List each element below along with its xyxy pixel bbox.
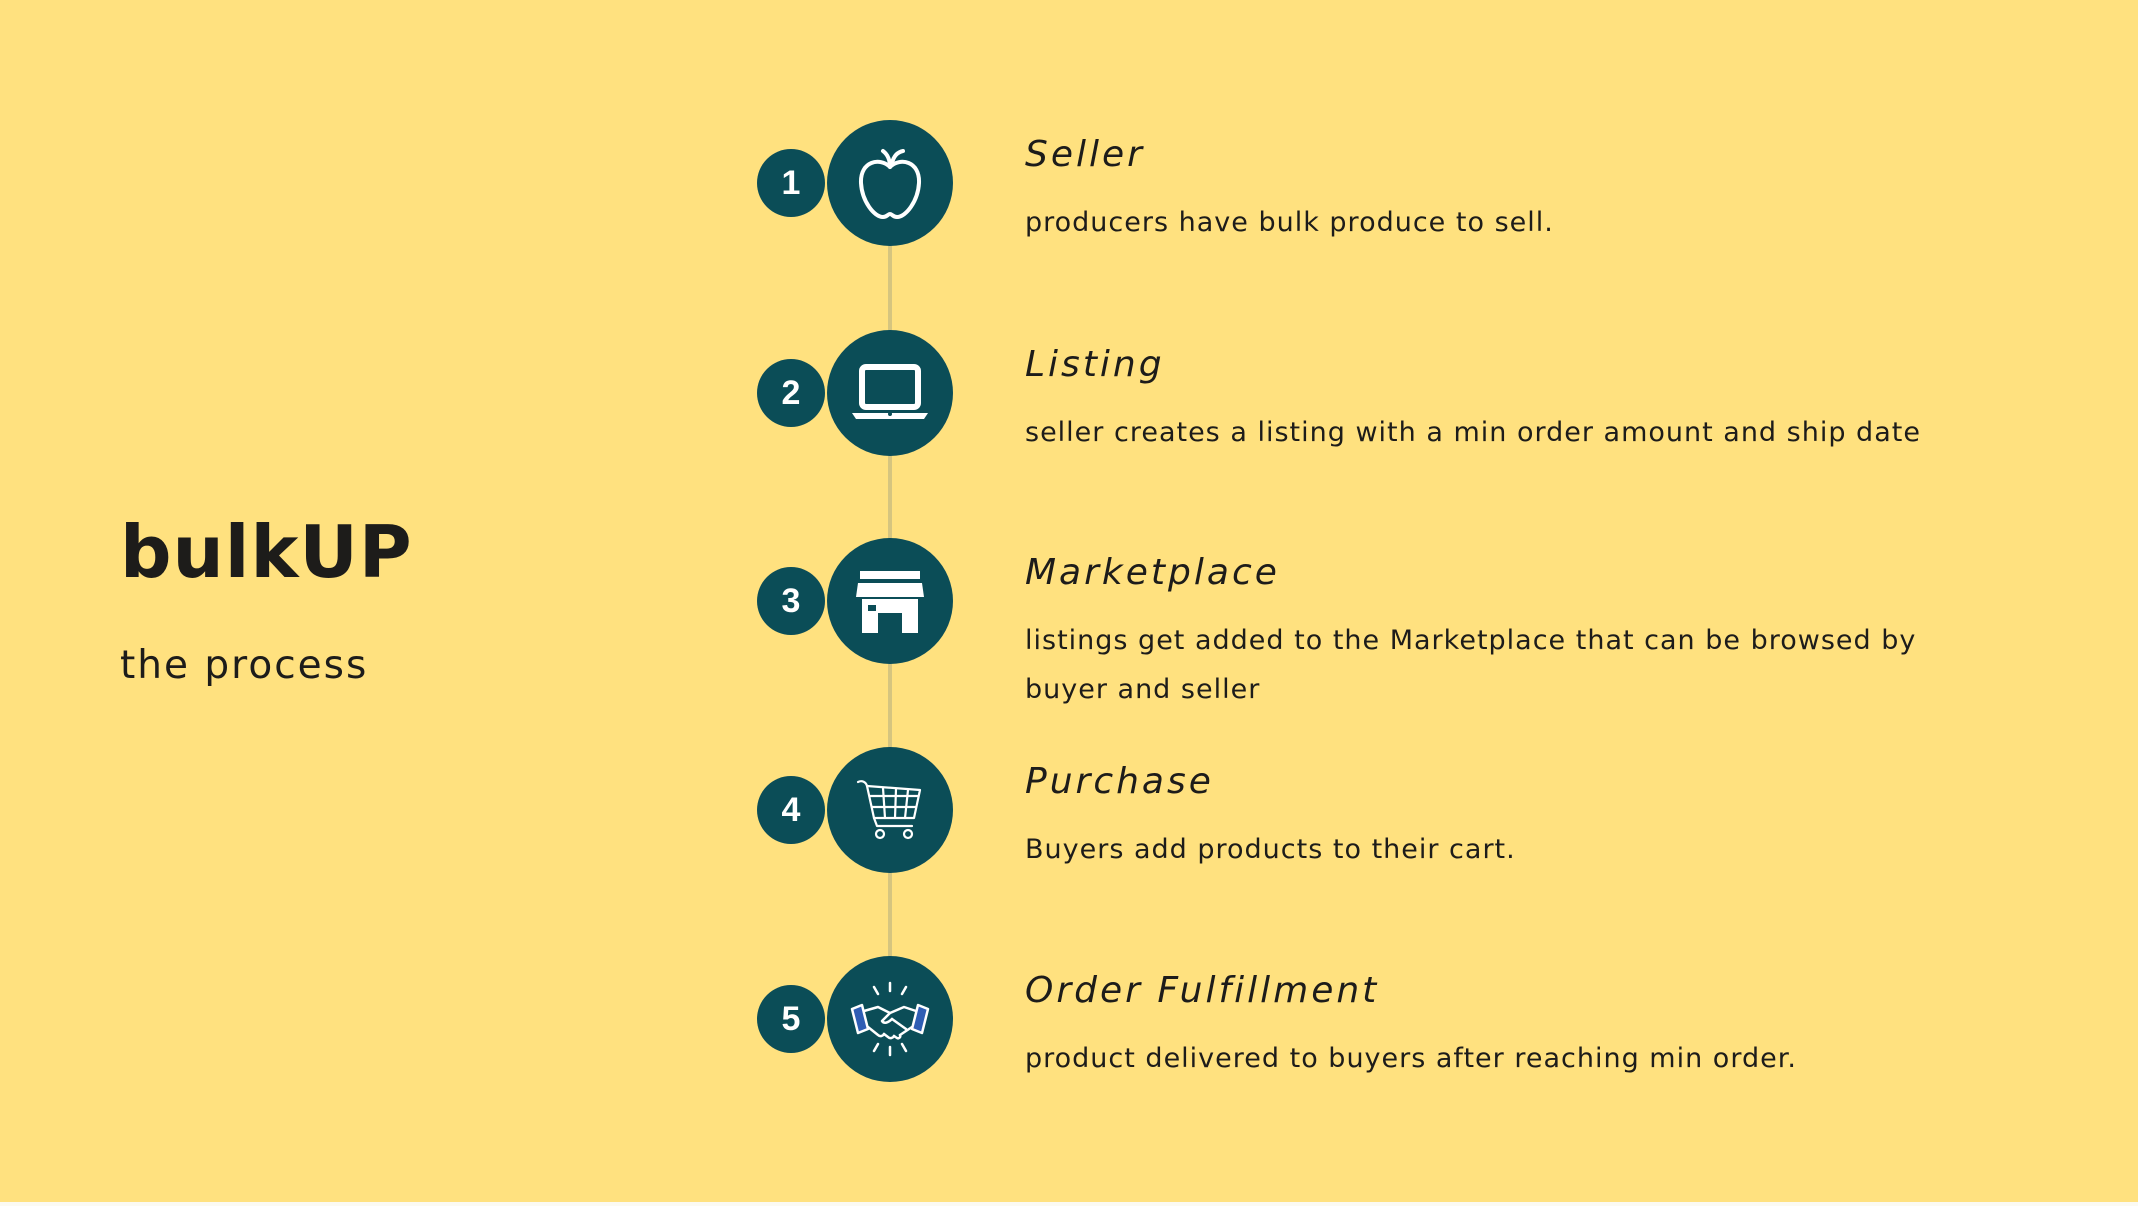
step-icon-circle: [827, 330, 953, 456]
process-step-3: 3 Marketplace listings get added to the …: [0, 538, 2138, 705]
page-subtitle: the process: [120, 643, 369, 688]
step-description: producers have bulk produce to sell.: [1025, 207, 1554, 238]
laptop-icon: [852, 364, 928, 419]
step-title: Order Fulfillment: [1025, 970, 1380, 1011]
handshake-icon: [850, 981, 930, 1057]
storefront-icon: [856, 571, 924, 633]
step-description: Buyers add products to their cart.: [1025, 834, 1516, 865]
step-icon-circle: [827, 538, 953, 664]
page-title: bulkUP: [120, 510, 413, 594]
step-number: 5: [757, 985, 825, 1053]
step-number: 3: [757, 567, 825, 635]
process-step-4: 4 Purchase Buyers add products to their …: [0, 747, 2138, 873]
process-step-5: 5 Order Fulfillment product delivered to…: [0, 956, 2138, 1082]
step-title: Listing: [1025, 344, 1165, 385]
apple-icon: [858, 149, 922, 219]
step-icon-circle: [827, 120, 953, 246]
shopping-cart-icon: [856, 780, 922, 840]
step-description: product delivered to buyers after reachi…: [1025, 1043, 1797, 1074]
step-description: listings get added to the Marketplace th…: [1025, 625, 1917, 705]
step-number: 2: [757, 359, 825, 427]
process-step-2: 2 Listing seller creates a listing with …: [0, 330, 2138, 456]
process-step-1: 1 Seller producers have bulk produce to …: [0, 120, 2138, 246]
bottom-edge: [0, 1202, 2138, 1206]
step-description: seller creates a listing with a min orde…: [1025, 417, 1921, 448]
step-icon-circle: [827, 747, 953, 873]
step-title: Seller: [1025, 134, 1145, 175]
step-title: Marketplace: [1025, 552, 1280, 593]
step-title: Purchase: [1025, 761, 1214, 802]
step-number: 4: [757, 776, 825, 844]
step-icon-circle: [827, 956, 953, 1082]
step-number: 1: [757, 149, 825, 217]
